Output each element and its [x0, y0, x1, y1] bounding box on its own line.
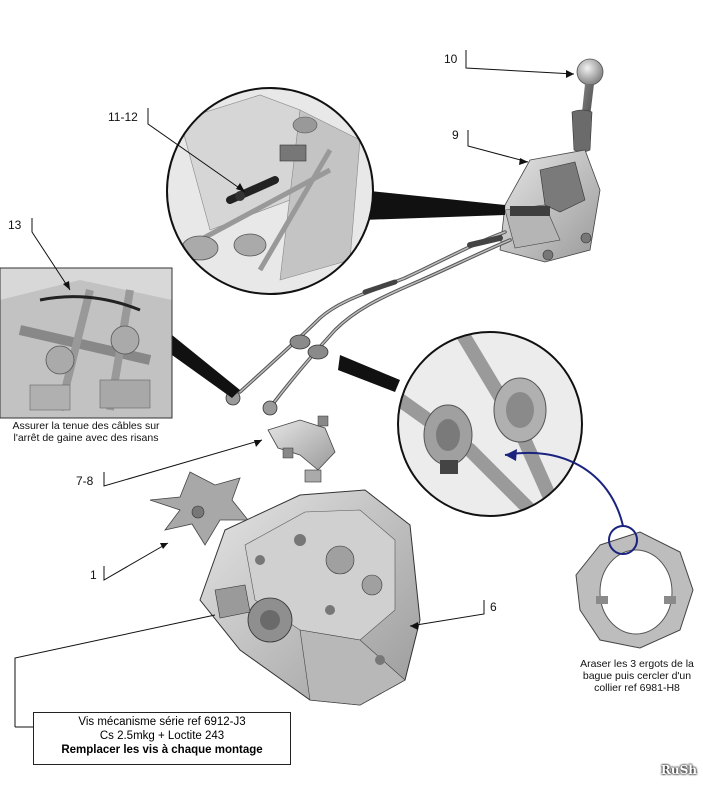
screw-note-line3: Remplacer les vis à chaque montage	[61, 744, 263, 756]
gearbox	[199, 489, 421, 706]
ring-note: Araser les 3 ergots de la bague puis cer…	[572, 658, 702, 694]
callout-10: 10	[444, 52, 458, 66]
ring-note-line2: bague puis cercler d'un	[582, 670, 692, 682]
split-ring	[575, 525, 694, 649]
gear-knob	[576, 58, 604, 86]
callout-7-8: 7-8	[76, 474, 94, 488]
shift-cables	[225, 230, 512, 416]
zoom-circle-cable-clamp	[166, 87, 505, 295]
ring-note-line3: collier ref 6981-H8	[594, 682, 680, 694]
zoom-circle-cable-stop	[338, 331, 583, 517]
callout-9: 9	[452, 128, 459, 142]
cable-bracket	[267, 415, 336, 483]
ring-note-line1: Araser les 3 ergots de la	[580, 658, 694, 670]
screw-note-box: Vis mécanisme série ref 6912-J3 Cs 2.5mk…	[33, 712, 291, 765]
gear-lever-assembly	[499, 58, 604, 263]
screw-note-line2: Cs 2.5mkg + Loctite 243	[99, 730, 225, 742]
author-signature: RuSh	[660, 763, 697, 777]
callout-1: 1	[90, 568, 97, 582]
callout-leaders	[14, 50, 575, 728]
screw-note-line1: Vis mécanisme série ref 6912-J3	[78, 716, 246, 728]
callout-13: 13	[8, 218, 22, 232]
callout-11-12: 11-12	[108, 110, 138, 124]
blue-leader-lines	[504, 449, 624, 527]
cable-tie-note-line2: l'arrêt de gaine avec des risans	[13, 432, 159, 444]
cable-tie-note-line1: Assurer la tenue des câbles sur	[12, 420, 160, 432]
callout-6: 6	[490, 600, 497, 614]
cable-tie-note: Assurer la tenue des câbles sur l'arrêt …	[0, 420, 172, 444]
photo-inset-cable-ties	[0, 267, 240, 419]
